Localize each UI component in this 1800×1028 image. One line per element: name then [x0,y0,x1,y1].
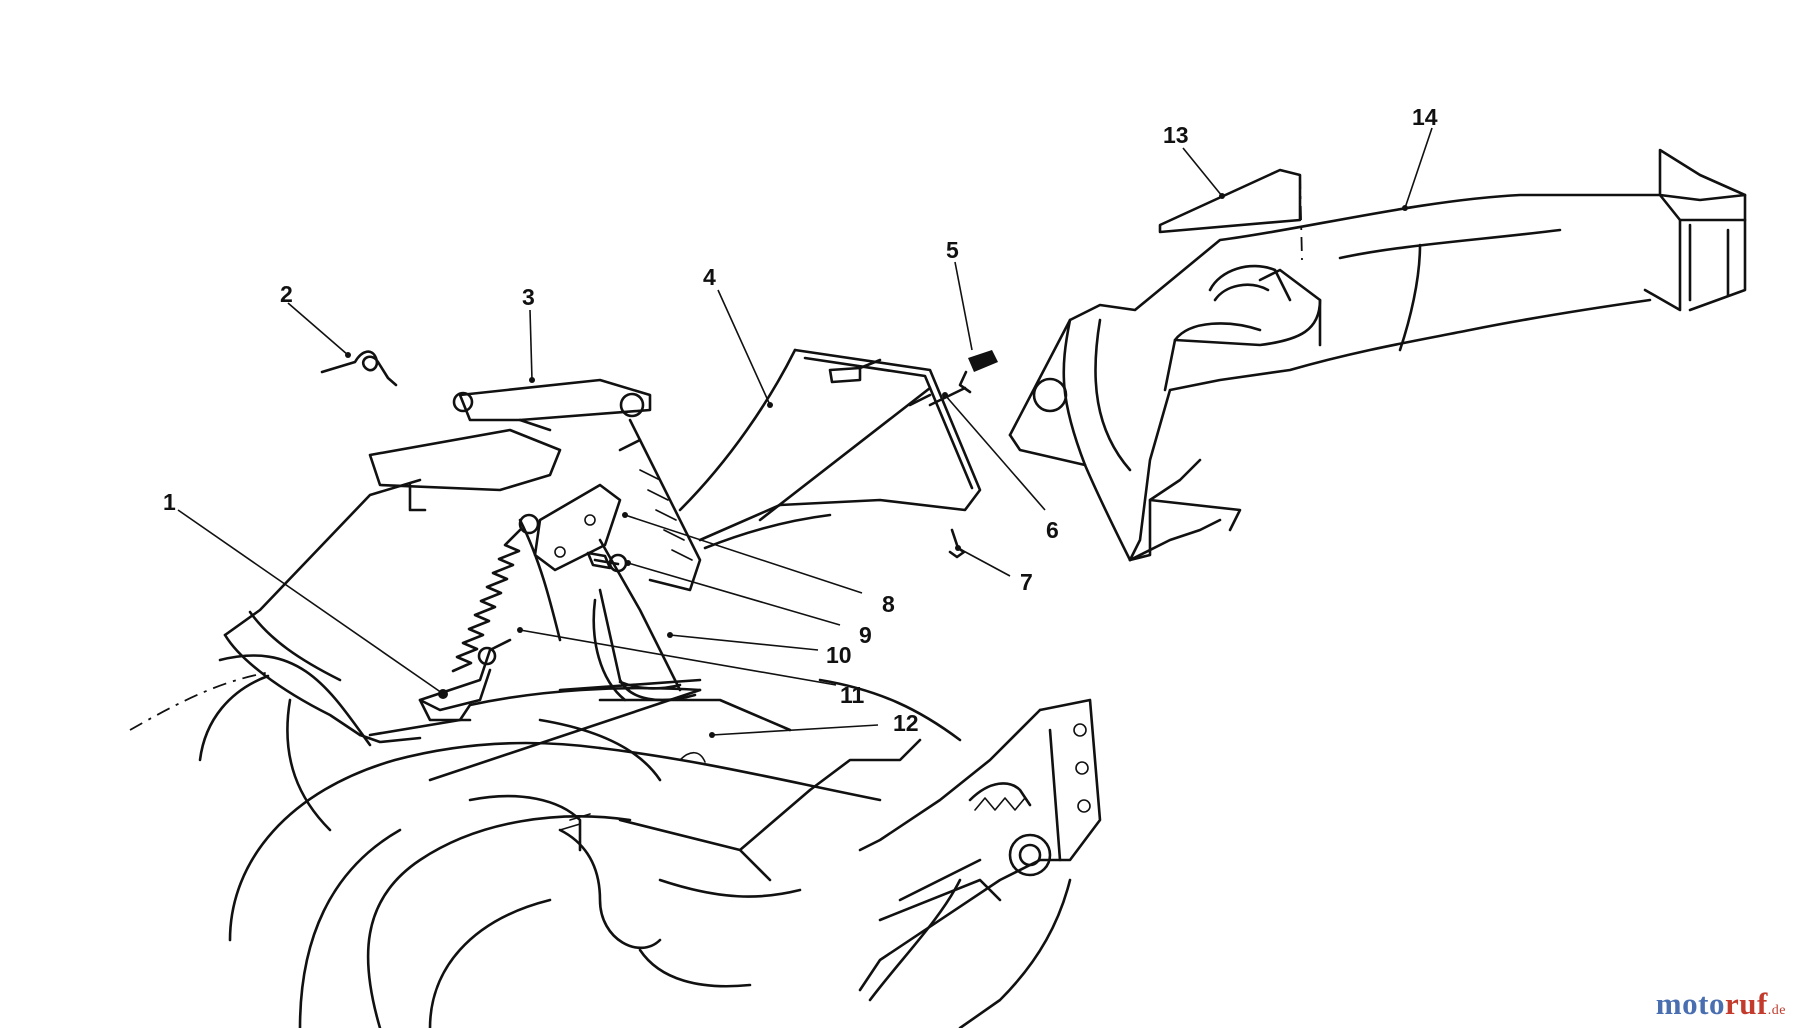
leader-lines [177,127,1433,738]
callout-numbers: 1 2 3 4 5 6 7 8 9 10 11 12 13 14 [163,104,1438,736]
part-4-deflector [678,348,982,550]
callout-4: 4 [703,264,716,290]
part-13-plate [1158,168,1303,261]
motoruf-watermark-logo: motoruf.de [1656,986,1786,1022]
part-11-spring [451,513,540,673]
callout-9: 9 [859,622,872,648]
callout-7: 7 [1020,569,1033,595]
callout-14: 14 [1412,104,1438,130]
callout-12: 12 [893,710,919,736]
part-2-torsion-spring [320,350,398,387]
watermark-suffix: .de [1767,1003,1786,1018]
callout-1: 1 [163,489,176,515]
callout-13: 13 [1163,122,1189,148]
callout-8: 8 [882,591,895,617]
part-1-bracket [418,483,622,722]
mower-deck [129,654,1102,1028]
part-14-chute [1008,148,1747,562]
discharge-housing [223,478,702,744]
callout-3: 3 [522,284,535,310]
callout-5: 5 [946,237,959,263]
callout-10: 10 [826,642,852,668]
callout-11: 11 [840,682,865,708]
part-7-screw [948,528,966,559]
part-3-door [368,378,702,592]
callout-6: 6 [1046,517,1059,543]
part-9-bolt [586,551,628,573]
watermark-logo-text: motoruf [1655,986,1768,1021]
callout-2: 2 [280,281,293,307]
